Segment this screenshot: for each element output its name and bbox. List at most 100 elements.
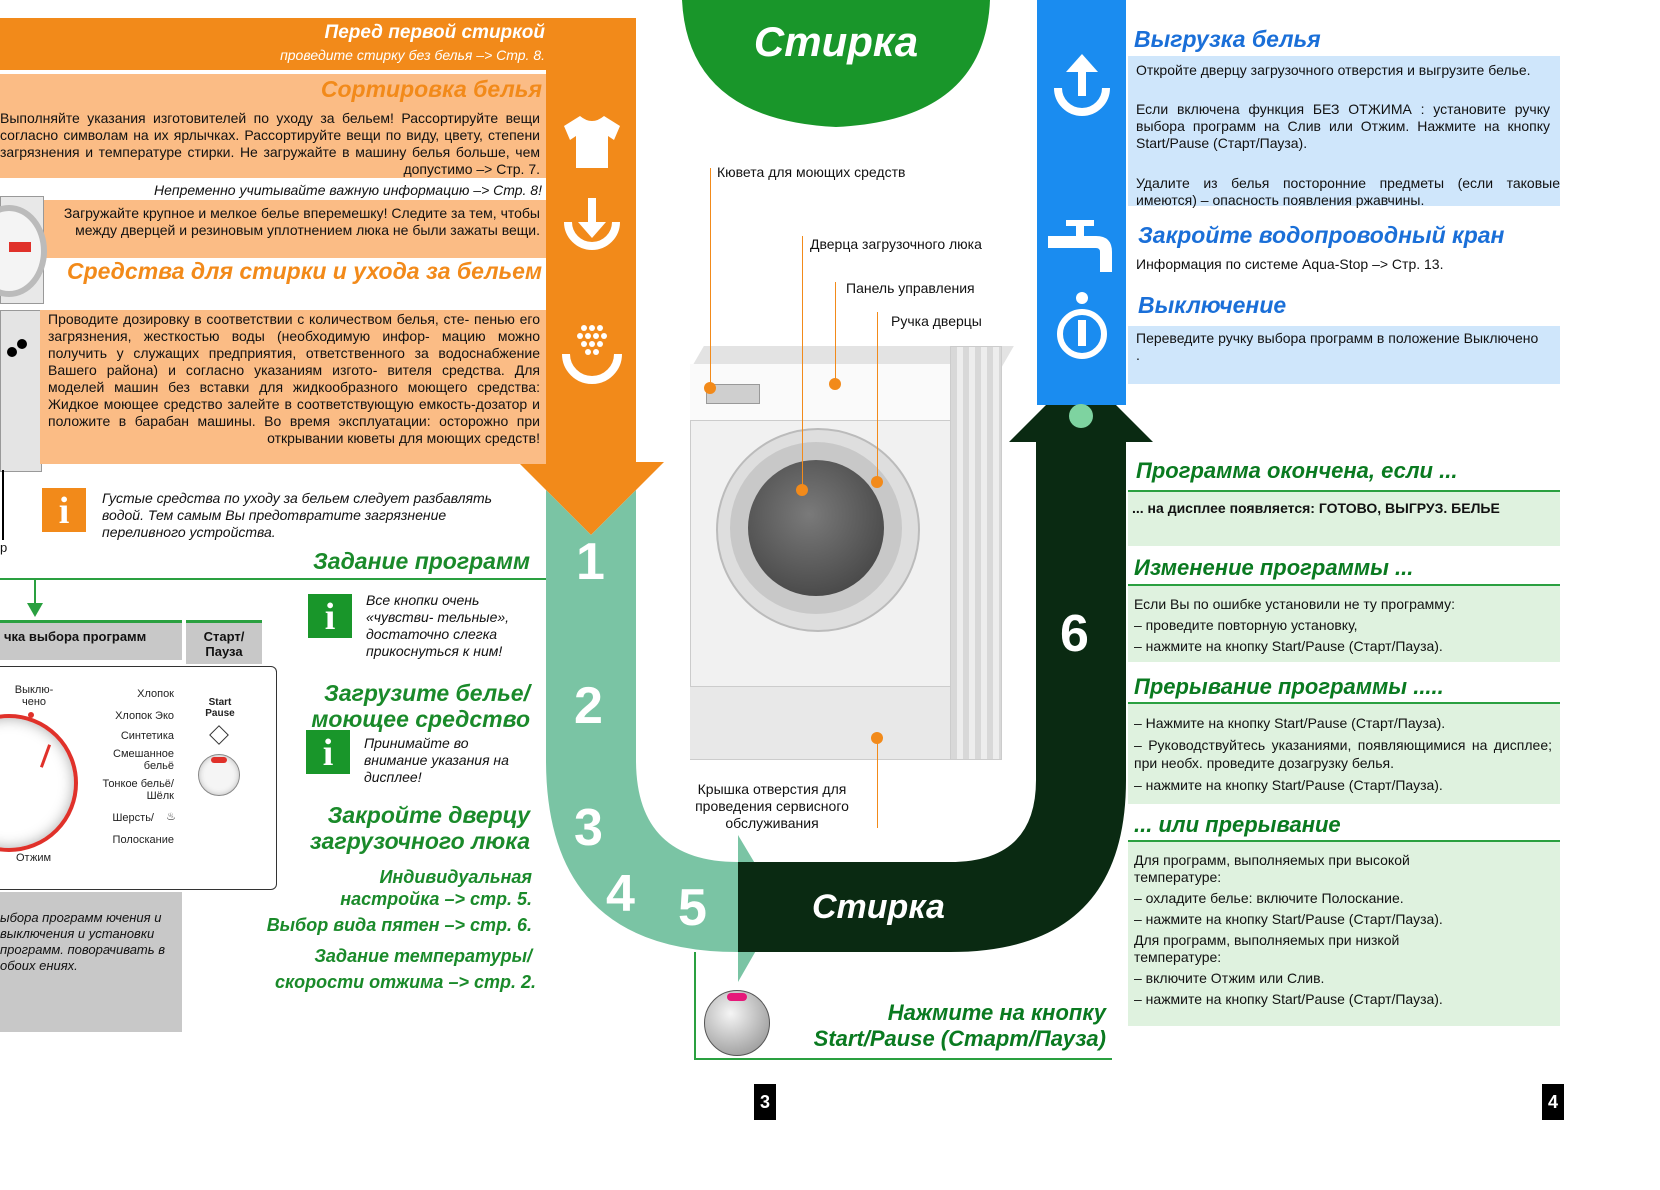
off-text: Переведите ручку выбора программ в полож…	[1136, 330, 1539, 363]
info-icon: i	[306, 730, 350, 774]
close-door-title: Закройте дверцу загрузочного люка	[309, 802, 530, 854]
loading-box	[42, 200, 546, 258]
program-item[interactable]: Тонкое бельё/ Шёлк	[102, 778, 174, 802]
tap-text: Информация по системе Aqua-Stop –> Стр. …	[1136, 256, 1444, 272]
info-icon: i	[308, 594, 352, 638]
unload-text-3: Удалите из белья посторонние предметы (е…	[1136, 175, 1560, 208]
tap-title: Закройте водопроводный кран	[1138, 222, 1505, 248]
step-6: 6	[1060, 605, 1089, 663]
water-tap-icon	[1048, 220, 1112, 272]
selector-header: чка выбора программ	[0, 620, 182, 660]
or-line: – нажмите на кнопку Start/Pause (Старт/П…	[1134, 991, 1443, 1007]
press-start-text: Нажмите на кнопку Start/Pause (Старт/Пау…	[813, 1000, 1106, 1051]
temp-link[interactable]: скорости отжима –> стр. 2.	[274, 972, 536, 992]
unload-text-2: Если включена функция БЕЗ ОТЖИМА : устан…	[1136, 101, 1550, 151]
program-title: Задание программ	[313, 548, 530, 574]
startpause-header: Старт/ Пауза	[186, 620, 262, 664]
sensitive-note: Все кнопки очень «чувстви- тельные», дос…	[366, 592, 510, 659]
program-item[interactable]: Синтетика	[120, 730, 174, 742]
temp-title: Задание температуры/	[314, 946, 532, 966]
important-note: Непременно учитывайте важную информацию …	[154, 182, 542, 198]
gray-note: ыбора программ ючения и выключения и уст…	[0, 910, 165, 973]
info-icon: i	[42, 488, 86, 532]
step-3: 3	[574, 799, 603, 857]
program-item[interactable]: Шерсть/	[112, 812, 154, 824]
callout-dispenser: Кювета для моющих средств	[717, 164, 906, 180]
end-title: Программа окончена, если ...	[1136, 458, 1458, 483]
step-5: 5	[678, 879, 707, 937]
start-button[interactable]	[198, 754, 240, 796]
dispenser-image	[0, 310, 42, 472]
process-flow-arrow	[0, 0, 1153, 982]
load-title: Загрузите белье/ моющее средство	[311, 680, 530, 732]
callout-service: Крышка отверстия для проведения сервисно…	[695, 781, 849, 831]
start-pause-knob[interactable]	[704, 990, 770, 1056]
shirt-icon	[564, 116, 620, 168]
off-box	[1128, 326, 1560, 384]
change-box	[1128, 586, 1560, 662]
orange-header-band	[0, 18, 636, 70]
or-line: – нажмите на кнопку Start/Pause (Старт/П…	[1134, 911, 1443, 927]
detergent-box	[40, 310, 546, 464]
unload-title: Выгрузка белья	[1134, 26, 1321, 52]
green-dot	[1069, 404, 1093, 428]
change-line: – нажмите на кнопку Start/Pause (Старт/П…	[1134, 638, 1443, 654]
callout-door: Дверца загрузочного люка	[810, 236, 982, 252]
custom-link[interactable]: Индивидуальная настройка –> стр. 5.	[340, 867, 532, 909]
washing-machine	[690, 346, 1014, 760]
or-interrupt-list: Для программ, выполняемых при высокой те…	[1134, 852, 1552, 1008]
panel-off-label: Выклю- чено	[14, 684, 54, 708]
or-line: Для программ, выполняемых при высокой те…	[1134, 852, 1410, 885]
top-green-circle	[682, 0, 990, 127]
wool-icon: ♨	[166, 811, 176, 823]
step-1: 1	[576, 533, 605, 591]
detergent-icon	[562, 325, 622, 384]
detergent-text: Проводите дозировку в соответствии с кол…	[48, 311, 540, 446]
off-title: Выключение	[1138, 292, 1287, 318]
callout-handle: Ручка дверцы	[891, 313, 982, 329]
bottom-title: Стирка	[812, 888, 945, 926]
change-list: Если Вы по ошибке установили не ту прогр…	[1134, 594, 1554, 657]
orange-band	[518, 18, 664, 535]
mint-band	[546, 490, 781, 982]
off-info-icon	[1057, 292, 1107, 359]
or-line: – охладите белье: включите Полоскание.	[1134, 890, 1404, 906]
sorting-box	[0, 74, 546, 178]
unload-text-1: Откройте дверцу загрузочного отверстия и…	[1136, 62, 1531, 78]
program-item[interactable]: Хлопок Эко	[115, 710, 174, 722]
sorting-title: Сортировка белья	[320, 76, 542, 102]
sorting-text: Выполняйте указания изготовителей по ухо…	[0, 110, 540, 177]
program-item[interactable]: Смешанное бельё	[113, 748, 174, 772]
unload-icon	[1054, 54, 1110, 116]
drum-image	[0, 196, 47, 304]
before-first-wash-sub: проведите стирку без белья –> Стр. 8.	[280, 47, 545, 63]
or-interrupt-title: ... или прерывание	[1134, 812, 1341, 837]
gray-note-box	[0, 892, 182, 1032]
step-2: 2	[574, 677, 603, 735]
panel-start-label: Start Pause	[205, 697, 235, 719]
stain-link[interactable]: Выбор вида пятен –> стр. 6.	[266, 915, 532, 935]
change-line: Если Вы по ошибке установили не ту прогр…	[1134, 596, 1455, 612]
change-title: Изменение программы ...	[1134, 555, 1414, 580]
loading-text: Загружайте крупное и мелкое белье вперем…	[63, 205, 540, 238]
interrupt-line: – нажмите на кнопку Start/Pause (Старт/П…	[1134, 777, 1443, 793]
program-item[interactable]: Полоскание	[112, 834, 174, 846]
fragment-label: р	[0, 540, 8, 555]
unload-box	[1128, 56, 1560, 206]
before-first-wash-title: Перед первой стиркой	[324, 22, 545, 43]
darkgreen-band	[738, 370, 1153, 952]
thick-note: Густые средства по уходу за бельем следу…	[102, 490, 493, 540]
end-text: ... на дисплее появляется: ГОТОВО, ВЫГРУ…	[1132, 500, 1500, 516]
interrupt-line: – Руководствуйтесь указаниями, появляющи…	[1134, 737, 1552, 771]
interrupt-list: – Нажмите на кнопку Start/Pause (Старт/П…	[1134, 714, 1552, 794]
or-line: – включите Отжим или Слив.	[1134, 970, 1325, 986]
page-number-left: 3	[754, 1084, 776, 1120]
top-title: Стирка	[753, 18, 919, 65]
program-item[interactable]: Хлопок	[137, 688, 174, 700]
detergent-title: Средства для стирки и ухода за бельем	[66, 258, 542, 284]
interrupt-title: Прерывание программы .....	[1134, 674, 1444, 699]
load-icon	[564, 198, 620, 250]
change-line: – проведите повторную установку,	[1134, 617, 1358, 633]
interrupt-box	[1128, 704, 1560, 804]
display-note: Принимайте во внимание указания на диспл…	[364, 735, 509, 785]
